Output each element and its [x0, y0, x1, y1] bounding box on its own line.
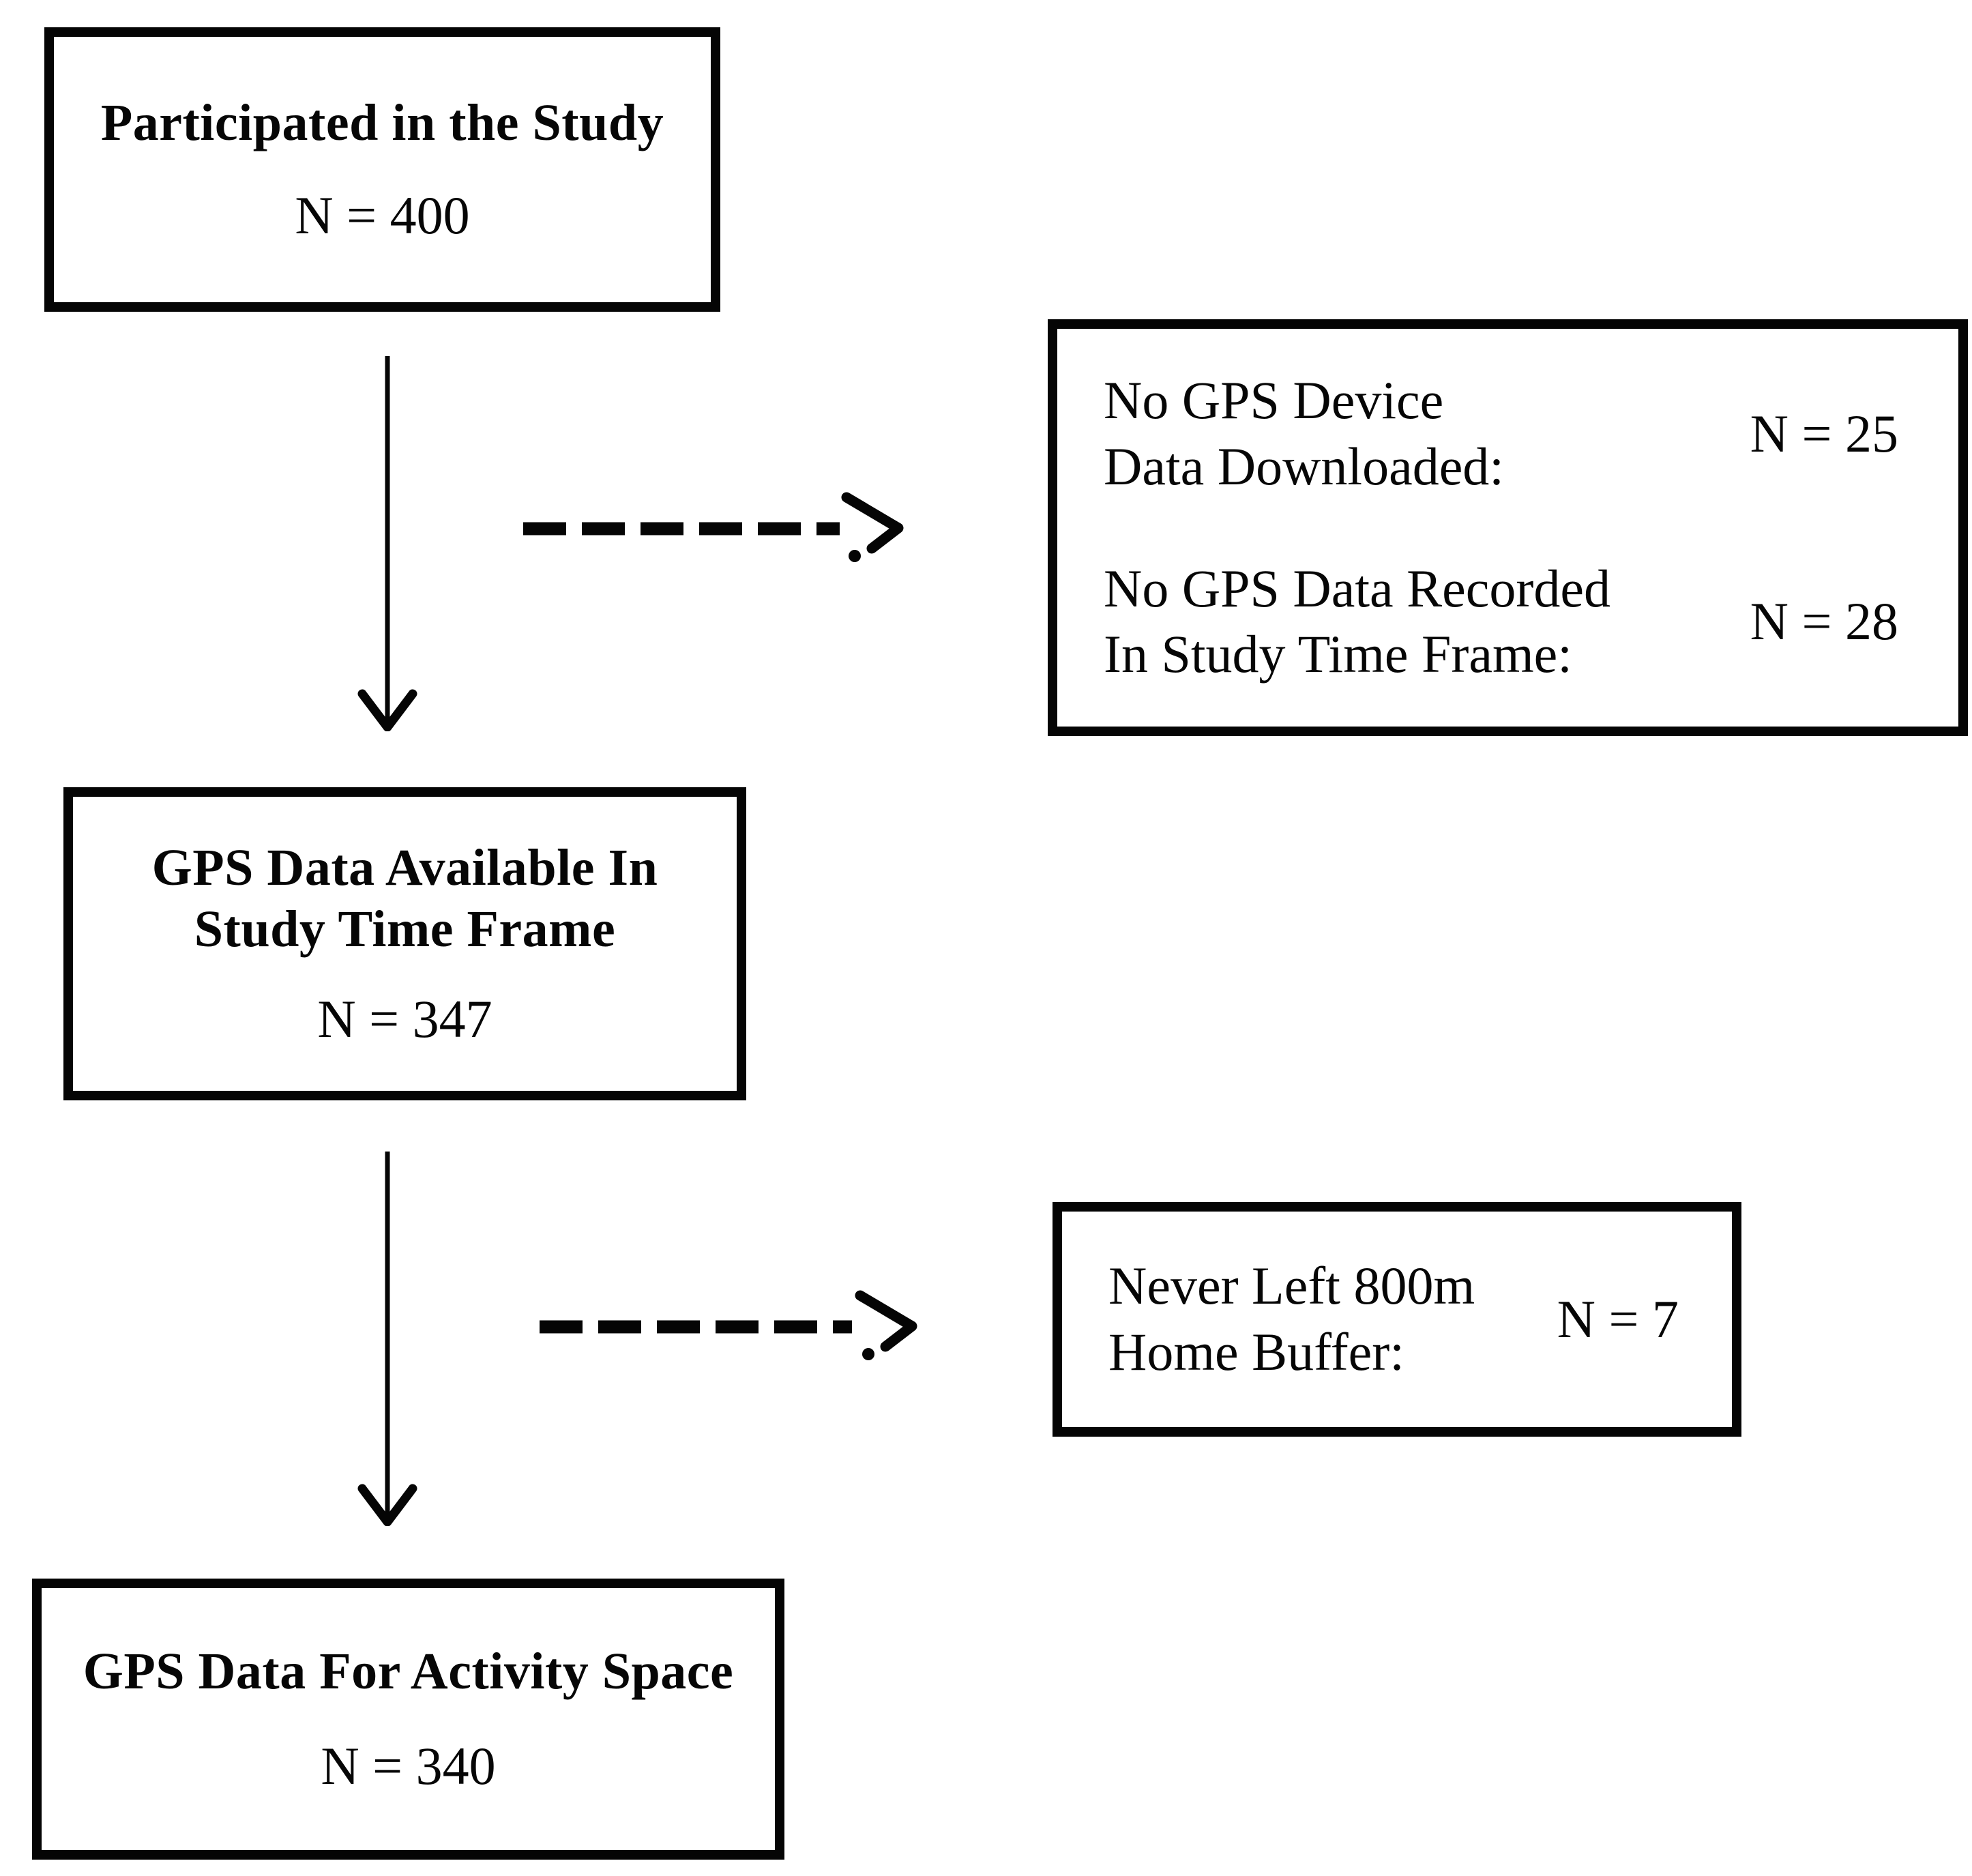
exclusion-row-no-data: No GPS Data Recorded In Study Time Frame…	[1057, 556, 1958, 688]
node-participated-title: Participated in the Study	[100, 93, 664, 151]
exclusion-label-line: No GPS Data Recorded	[1104, 558, 1611, 618]
exclusion-row-buffer-count: N = 7	[1557, 1289, 1679, 1349]
exclusion-label-line: No GPS Device	[1104, 370, 1444, 430]
node-exclusion-buffer: Never Left 800m Home Buffer: N = 7	[1053, 1202, 1741, 1437]
exclusion-row-no-device: No GPS Device Data Downloaded: N = 25	[1057, 368, 1958, 499]
down-arrow-2-icon	[357, 1152, 417, 1526]
exclusion-row-buffer-label: Never Left 800m Home Buffer:	[1108, 1253, 1475, 1385]
exclusion-label-line: Home Buffer:	[1108, 1322, 1404, 1381]
node-activity-space: GPS Data For Activity Space N = 340	[32, 1579, 784, 1860]
exclusion-row-no-data-label: No GPS Data Recorded In Study Time Frame…	[1104, 556, 1610, 688]
exclusion-row-no-device-label: No GPS Device Data Downloaded:	[1104, 368, 1504, 499]
down-arrow-1-icon	[357, 356, 417, 731]
exclusion-row-no-device-count: N = 25	[1750, 403, 1898, 463]
node-gps-available: GPS Data Available In Study Time Frame N…	[63, 787, 746, 1100]
exclusion-row-no-data-count: N = 28	[1750, 591, 1898, 651]
node-activity-space-count: N = 340	[321, 1735, 496, 1796]
exclusion-row-buffer: Never Left 800m Home Buffer: N = 7	[1062, 1253, 1732, 1385]
dashed-right-arrow-2-icon	[540, 1290, 917, 1360]
node-gps-available-count: N = 347	[317, 989, 492, 1049]
exclusion-label-line: Data Downloaded:	[1104, 436, 1504, 496]
exclusion-label-line: In Study Time Frame:	[1104, 624, 1572, 684]
node-gps-available-title: GPS Data Available In Study Time Frame	[152, 838, 658, 960]
node-exclusions-top: No GPS Device Data Downloaded: N = 25 No…	[1048, 319, 1968, 736]
node-participated-count: N = 400	[295, 186, 470, 246]
node-participated: Participated in the Study N = 400	[44, 27, 720, 312]
node-activity-space-title: GPS Data For Activity Space	[83, 1643, 734, 1701]
exclusion-label-line: Never Left 800m	[1108, 1256, 1475, 1316]
node-gps-available-title-line1: GPS Data Available In	[151, 838, 658, 896]
dashed-right-arrow-1-icon	[523, 492, 904, 562]
node-gps-available-title-line2: Study Time Frame	[194, 900, 616, 958]
